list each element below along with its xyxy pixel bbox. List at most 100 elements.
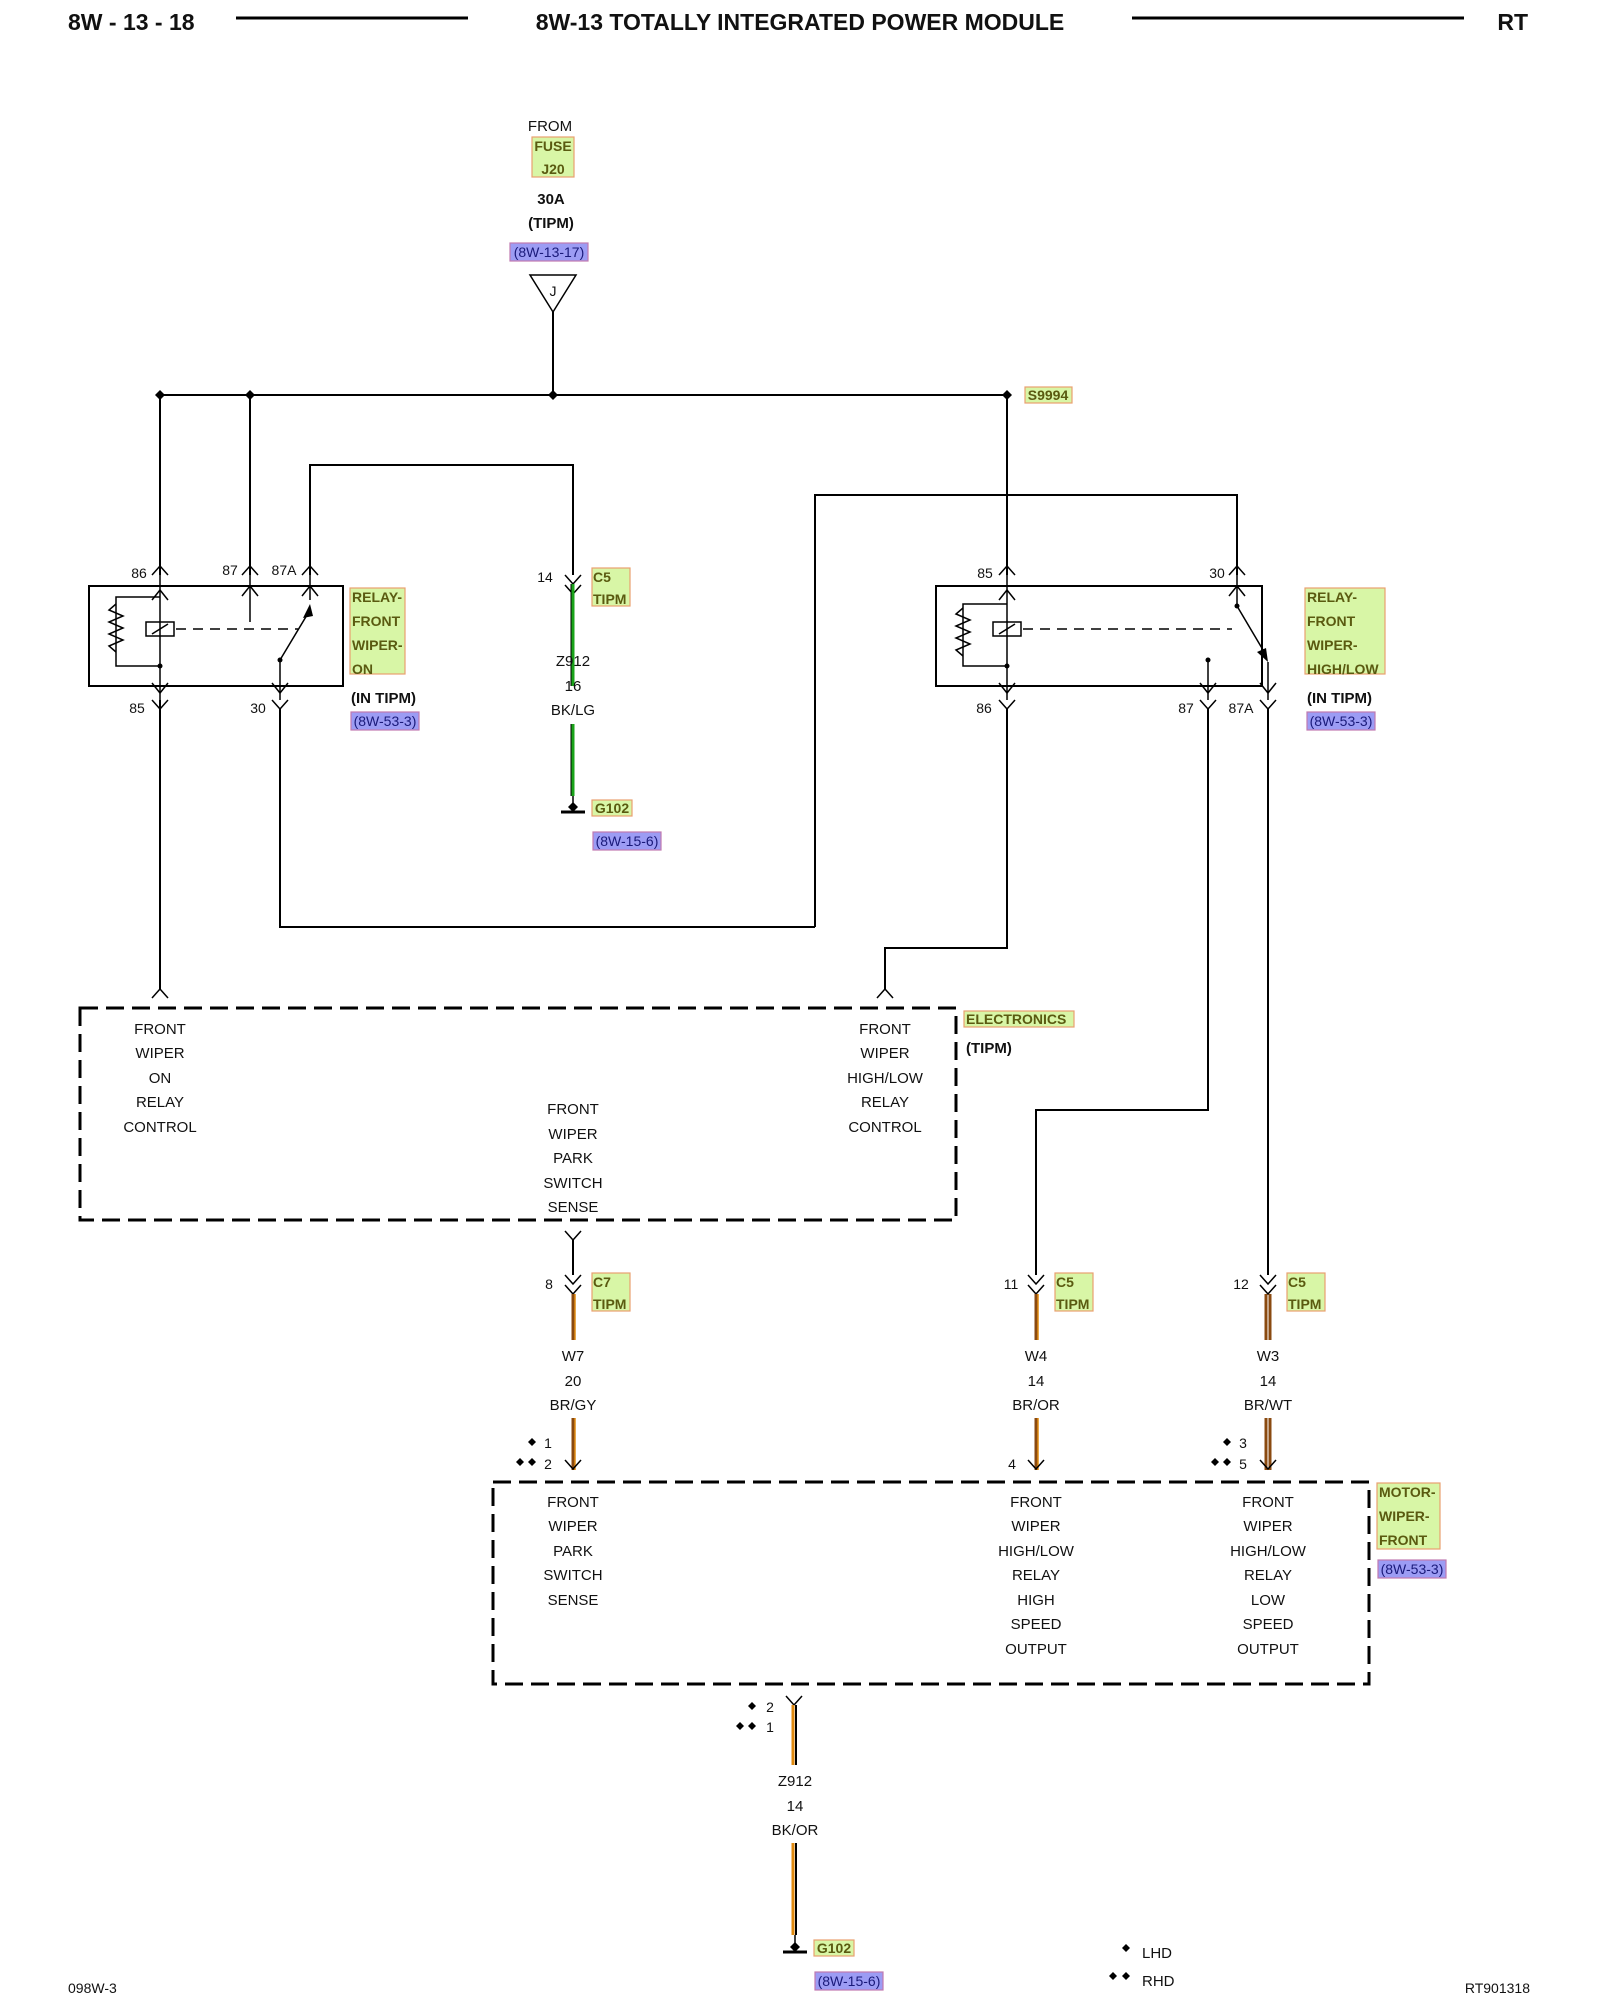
ground-bottom-pins: 2 1 xyxy=(736,1699,774,1735)
fuse-ref-box[interactable] xyxy=(509,242,589,262)
motor-park-text: FRONT WIPER PARK SWITCH SENSE xyxy=(543,1494,602,1609)
ground-top-connector-sub: TIPM xyxy=(593,591,626,607)
relay-on-pin-87: 87 xyxy=(222,562,238,578)
svg-text:4: 4 xyxy=(1008,1456,1016,1472)
relay-hl-ref-link: (8W-53-3) xyxy=(1310,713,1373,729)
ground-bottom-ref-box[interactable] xyxy=(814,1971,884,1991)
ground-bottom-circuit: Z912 xyxy=(778,1773,812,1790)
w3-connector-box[interactable] xyxy=(1286,1272,1326,1312)
w7-circuit: W7 xyxy=(562,1348,585,1365)
fuse-link-box[interactable] xyxy=(531,136,575,178)
relay-hl-pin-87: 87 xyxy=(1178,700,1194,716)
svg-text:WIPER: WIPER xyxy=(1011,1518,1060,1535)
w3-gauge: 14 xyxy=(1260,1373,1277,1390)
w4-color: BR/OR xyxy=(1012,1397,1060,1414)
svg-text:PARK: PARK xyxy=(553,1543,593,1560)
relay-on-pin-30: 30 xyxy=(250,700,266,716)
footer-right-code: RT901318 xyxy=(1465,1980,1530,1996)
relay-hl-internals xyxy=(954,575,1277,700)
svg-text:RELAY: RELAY xyxy=(1244,1567,1292,1584)
svg-text:CONTROL: CONTROL xyxy=(848,1119,921,1136)
w4-connector: C5 xyxy=(1056,1274,1074,1290)
w7-connector-box[interactable] xyxy=(591,1272,631,1312)
svg-text:FRONT: FRONT xyxy=(1242,1494,1294,1511)
w7-pin: 8 xyxy=(545,1276,553,1292)
motor-name-1: MOTOR- xyxy=(1379,1484,1436,1500)
motor-ref-link: (8W-53-3) xyxy=(1381,1561,1444,1577)
motor-link-box[interactable] xyxy=(1376,1482,1441,1550)
relay-hl-pin-87a: 87A xyxy=(1229,700,1255,716)
page-number: 8W - 13 - 18 xyxy=(68,9,195,35)
relay-hl-pin-86: 86 xyxy=(976,700,992,716)
electronics-link-box[interactable] xyxy=(963,1010,1075,1028)
fuse-connector-letter: J xyxy=(550,283,557,299)
svg-text:SENSE: SENSE xyxy=(548,1199,599,1216)
svg-text:SPEED: SPEED xyxy=(1011,1616,1062,1633)
svg-text:RELAY: RELAY xyxy=(1012,1567,1060,1584)
ground-top-ref-box[interactable] xyxy=(592,831,662,851)
w4-connector-sub: TIPM xyxy=(1056,1296,1089,1312)
svg-text:SENSE: SENSE xyxy=(548,1592,599,1609)
motor-wiper-front[interactable] xyxy=(491,1480,1371,1686)
svg-text:LOW: LOW xyxy=(1251,1592,1286,1609)
relay-on-ref-box[interactable] xyxy=(350,711,420,731)
svg-text:FRONT: FRONT xyxy=(547,1101,599,1118)
electronics-module[interactable] xyxy=(78,1006,958,1222)
svg-text:SPEED: SPEED xyxy=(1243,1616,1294,1633)
relay-on-pin-87a: 87A xyxy=(272,562,298,578)
relay-hl-box[interactable] xyxy=(935,585,1263,687)
w3-pin: 12 xyxy=(1233,1276,1249,1292)
relay-on-ref-link: (8W-53-3) xyxy=(354,713,417,729)
ground-top-link-box[interactable] xyxy=(591,799,633,817)
w4-gauge: 14 xyxy=(1028,1373,1045,1390)
from-label: FROM xyxy=(528,118,572,135)
svg-text:RELAY: RELAY xyxy=(136,1094,184,1111)
fuse-location: (TIPM) xyxy=(528,215,574,232)
relay-hl-ref-box[interactable] xyxy=(1306,711,1376,731)
w7-color: BR/GY xyxy=(550,1397,597,1414)
relay-hl-link-box[interactable] xyxy=(1304,587,1386,675)
w3-color: BR/WT xyxy=(1244,1397,1292,1414)
svg-text:2: 2 xyxy=(544,1456,552,1472)
electronics-center-text: FRONT WIPER PARK SWITCH SENSE xyxy=(543,1101,602,1216)
relay-hl-name-1: RELAY- xyxy=(1307,589,1357,605)
market-code: RT xyxy=(1497,9,1528,35)
motor-pin-labels: 1 2 4 3 5 xyxy=(516,1435,1247,1472)
ground-top-color: BK/LG xyxy=(551,702,595,719)
svg-text:WIPER: WIPER xyxy=(860,1045,909,1062)
w7-connector: C7 xyxy=(593,1274,611,1290)
relay-hl-name-4: HIGH/LOW xyxy=(1307,661,1379,677)
svg-text:OUTPUT: OUTPUT xyxy=(1237,1641,1299,1658)
ground-bottom-ref-link: (8W-15-6) xyxy=(818,1973,881,1989)
fuse-connector-triangle xyxy=(528,274,578,314)
ground-bottom-gauge: 14 xyxy=(787,1798,804,1815)
fuse-ref-link: (8W-13-17) xyxy=(514,244,585,260)
w4-connector-box[interactable] xyxy=(1054,1272,1094,1312)
relay-hl-pin-30: 30 xyxy=(1209,565,1225,581)
electronics-location: (TIPM) xyxy=(966,1040,1012,1057)
svg-text:FRONT: FRONT xyxy=(859,1021,911,1038)
w4-circuit: W4 xyxy=(1025,1348,1048,1365)
ground-bottom-link-box[interactable] xyxy=(813,1939,855,1957)
page-title: 8W-13 TOTALLY INTEGRATED POWER MODULE xyxy=(536,9,1065,35)
svg-text:SWITCH: SWITCH xyxy=(543,1175,602,1192)
ground-top-connector-box[interactable] xyxy=(591,567,631,607)
ground-top-ref-link: (8W-15-6) xyxy=(596,833,659,849)
relay-on-link-box[interactable] xyxy=(349,587,406,675)
w3-circuit: W3 xyxy=(1257,1348,1280,1365)
w7-gauge: 20 xyxy=(565,1373,582,1390)
svg-text:FRONT: FRONT xyxy=(547,1494,599,1511)
ground-bottom-color: BK/OR xyxy=(772,1822,819,1839)
splice-link-box[interactable] xyxy=(1024,386,1073,404)
svg-text:ON: ON xyxy=(149,1070,172,1087)
svg-text:SWITCH: SWITCH xyxy=(543,1567,602,1584)
motor-high-text: FRONT WIPER HIGH/LOW RELAY HIGH SPEED OU… xyxy=(998,1494,1075,1658)
fuse-id: J20 xyxy=(541,161,565,177)
svg-text:2: 2 xyxy=(766,1699,774,1715)
relay-on-box[interactable] xyxy=(88,585,344,687)
motor-ref-box[interactable] xyxy=(1377,1559,1447,1579)
motor-name-3: FRONT xyxy=(1379,1532,1428,1548)
legend-rhd: RHD xyxy=(1142,1973,1175,1990)
legend: LHD RHD xyxy=(1109,1944,1175,1990)
